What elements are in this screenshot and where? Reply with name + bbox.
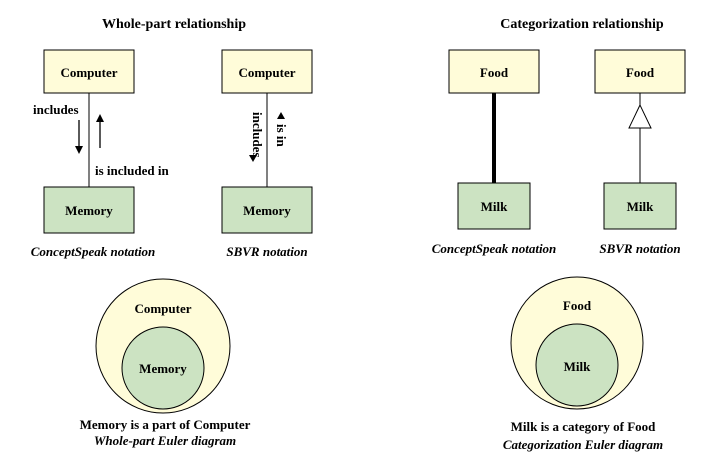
categorization-statement: Milk is a category of Food (511, 419, 657, 434)
sbvr-caption-whole-part: SBVR notation (226, 244, 307, 259)
whole-part-sbvr: Computer includes is in Memory SBVR nota… (221, 49, 313, 259)
computer-sbvr-box (221, 49, 313, 94)
sbvr-is-in-verb-label: is in (274, 124, 289, 148)
categorization-heading: Categorization relationship (500, 17, 664, 32)
milk-inner-label: Milk (564, 359, 591, 374)
food-sbvr-box (594, 49, 686, 94)
food-sbvr-label: Food (626, 65, 655, 80)
memory-sbvr-label: Memory (243, 203, 291, 218)
whole-part-heading: Whole-part relationship (102, 17, 246, 32)
computer-sbvr-label: Computer (238, 65, 295, 80)
whole-part-statement: Memory is a part of Computer (80, 417, 251, 432)
categorization-sbvr: Food Milk SBVR notation (594, 49, 686, 256)
conceptspeak-caption-categorization: ConceptSpeak notation (432, 241, 557, 256)
computer-concept-box (43, 49, 135, 94)
food-concept-label: Food (480, 65, 509, 80)
whole-part-conceptspeak: Computer includes is included in Memory … (31, 49, 169, 259)
sbvr-caption-categorization: SBVR notation (599, 241, 680, 256)
sbvr-includes-triangle-icon (249, 155, 257, 162)
whole-part-euler-diagram: Computer Memory Memory is a part of Comp… (80, 278, 251, 448)
sbvr-includes-verb-label: includes (250, 112, 265, 158)
sbvr-is-in-triangle-icon (277, 112, 285, 119)
milk-inner-circle (535, 323, 619, 407)
categorization-euler-diagram: Food Milk Milk is a category of Food Cat… (503, 276, 663, 452)
memory-inner-circle (121, 326, 205, 410)
milk-sbvr-label: Milk (627, 199, 654, 214)
categorization-euler-caption: Categorization Euler diagram (503, 437, 663, 452)
categorization-conceptspeak: Food Milk ConceptSpeak notation (432, 49, 557, 256)
milk-sbvr-box (603, 182, 677, 230)
milk-category-label: Milk (481, 199, 508, 214)
milk-category-box (457, 182, 531, 230)
memory-part-label: Memory (65, 203, 113, 218)
is-included-in-verb-label: is included in (95, 163, 169, 178)
whole-part-euler-caption: Whole-part Euler diagram (94, 433, 236, 448)
conceptspeak-caption-whole-part: ConceptSpeak notation (31, 244, 156, 259)
computer-outer-label: Computer (134, 301, 191, 316)
food-outer-label: Food (563, 298, 592, 313)
food-concept-box (448, 49, 540, 94)
computer-concept-label: Computer (60, 65, 117, 80)
includes-verb-label: includes (33, 102, 79, 117)
memory-sbvr-box (221, 186, 313, 234)
memory-part-box (43, 186, 135, 234)
generalization-triangle-icon (628, 103, 652, 129)
memory-inner-label: Memory (139, 361, 187, 376)
